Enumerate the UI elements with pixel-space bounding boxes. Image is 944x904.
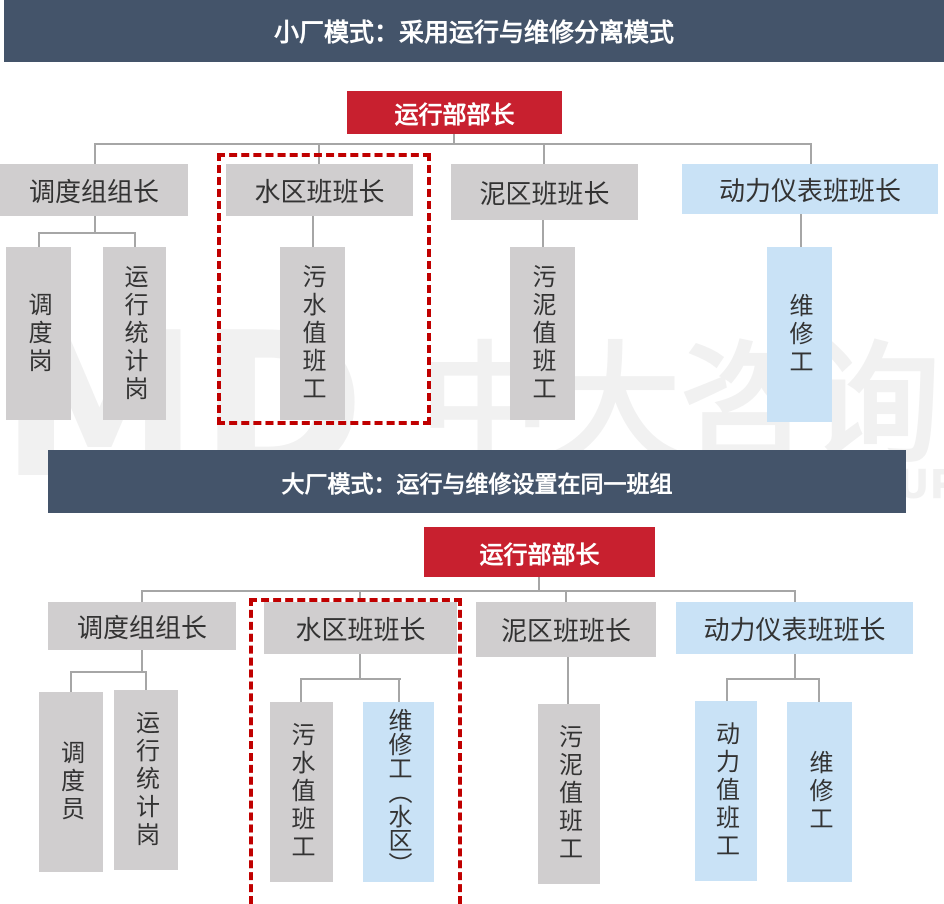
connector: [71, 671, 147, 673]
small-root-node: 运行部部长: [347, 91, 562, 134]
connector: [141, 650, 143, 671]
large-highlight-box: [249, 598, 462, 904]
connector: [145, 671, 147, 690]
connector: [94, 216, 96, 232]
connector: [567, 657, 569, 704]
large-member-sludge-operator: 污泥值班工: [538, 704, 600, 884]
connector: [810, 143, 812, 164]
large-member-dispatcher: 调度员: [39, 692, 103, 872]
connector: [38, 232, 40, 247]
connector: [543, 143, 545, 164]
connector: [134, 232, 136, 247]
small-team-water: 水区班班长: [226, 164, 413, 216]
connector: [95, 143, 812, 145]
small-member-sludge-operator: 污泥值班工: [510, 247, 575, 420]
large-root-node: 运行部部长: [424, 527, 655, 577]
connector: [94, 143, 96, 164]
large-team-dispatch: 调度组组长: [48, 602, 236, 650]
small-team-dispatch: 调度组组长: [0, 164, 188, 216]
connector: [542, 220, 544, 247]
small-team-sludge: 泥区班班长: [451, 164, 638, 220]
connector: [300, 678, 302, 702]
connector: [453, 134, 455, 144]
connector: [565, 590, 567, 602]
connector: [794, 590, 796, 602]
small-member-statistics: 运行统计岗: [103, 247, 166, 420]
large-team-sludge: 泥区班班长: [476, 602, 656, 657]
large-member-maintenance: 维修工: [787, 702, 852, 882]
connector: [359, 590, 361, 602]
connector: [538, 577, 540, 591]
connector: [359, 654, 361, 678]
large-plant-title: 大厂模式：运行与维修设置在同一班组: [48, 450, 906, 513]
connector: [794, 654, 796, 678]
connector: [818, 678, 820, 702]
small-plant-title: 小厂模式：采用运行与维修分离模式: [4, 0, 944, 62]
small-member-sewage-operator: 污水值班工: [280, 247, 345, 420]
connector: [726, 678, 728, 701]
connector: [142, 590, 796, 592]
connector: [39, 232, 136, 234]
connector: [800, 214, 802, 247]
connector: [312, 216, 314, 247]
large-team-power: 动力仪表班班长: [676, 602, 913, 654]
connector: [398, 678, 400, 702]
large-member-statistics: 运行统计岗: [114, 690, 178, 870]
large-member-sewage-operator: 污水值班工: [270, 702, 333, 882]
small-team-power: 动力仪表班班长: [682, 164, 938, 214]
large-team-water: 水区班班长: [264, 602, 457, 654]
large-member-water-maintenance: 维修工（水区）: [363, 702, 434, 882]
connector: [301, 678, 401, 680]
connector: [70, 671, 72, 692]
connector: [141, 590, 143, 602]
large-member-power-operator: 动力值班工: [695, 701, 757, 881]
small-member-maintenance: 维修工: [767, 247, 832, 422]
connector: [727, 678, 820, 680]
small-member-dispatcher: 调度岗: [6, 247, 71, 420]
small-highlight-box: [217, 153, 431, 425]
